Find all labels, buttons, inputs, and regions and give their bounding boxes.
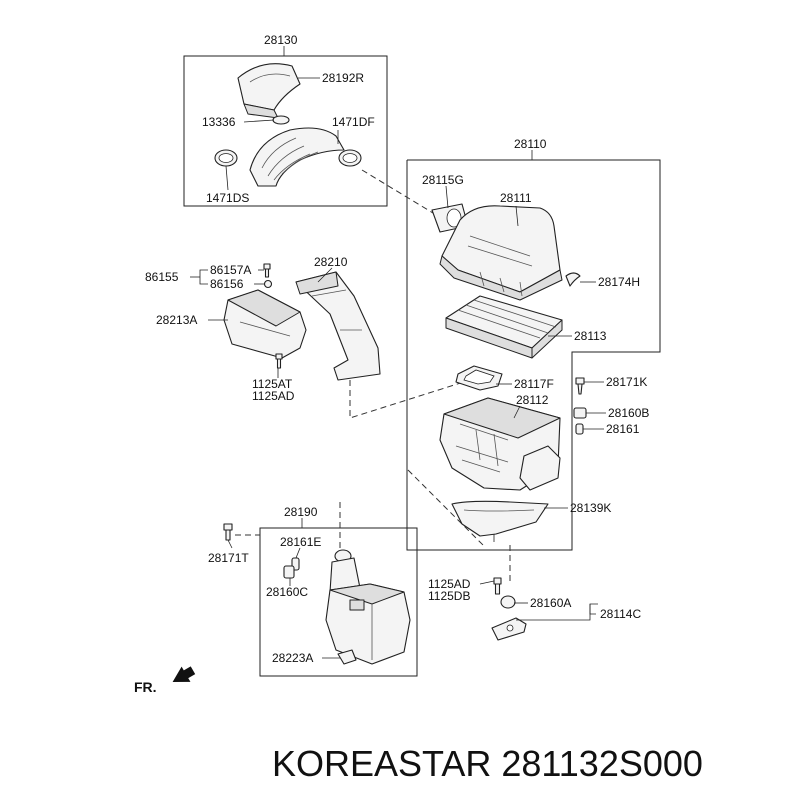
callout-1125AD-lower: 1125AD	[428, 577, 471, 591]
callout-86157A: 86157A	[210, 263, 251, 277]
part-hose	[249, 127, 345, 187]
part-28113-filter	[445, 295, 563, 359]
part-28117F-gasket	[455, 365, 503, 391]
part-86156-nut	[263, 279, 273, 289]
part-28160A-grommet	[500, 595, 516, 609]
callout-28210: 28210	[314, 255, 348, 269]
part-1471DS-clamp	[214, 149, 238, 167]
caption-text: KOREASTAR 281132S000	[272, 743, 703, 784]
leader-lines	[190, 46, 606, 659]
dash-duct-to-box	[349, 379, 471, 419]
callout-28112: 28112	[516, 393, 549, 407]
callout-28213A: 28213A	[156, 313, 197, 327]
callout-1471DF: 1471DF	[332, 115, 375, 129]
callout-1125DB: 1125DB	[428, 589, 470, 603]
callout-28113: 28113	[574, 329, 607, 343]
callout-28161E: 28161E	[280, 535, 321, 549]
part-28210-duct	[295, 271, 381, 381]
part-28171K-bolt	[575, 377, 585, 395]
callout-28110: 28110	[514, 137, 547, 151]
callout-1125AT: 1125AT	[252, 377, 293, 391]
callout-28115G: 28115G	[422, 173, 464, 187]
frame-28110	[406, 159, 661, 551]
callout-28160C: 28160C	[266, 585, 308, 599]
part-28213A-cover	[223, 289, 307, 359]
callout-28130: 28130	[264, 33, 298, 47]
part-28139K-bracket	[451, 500, 549, 542]
callout-28171K: 28171K	[606, 375, 647, 389]
dash-hose-to-cover	[361, 169, 439, 217]
part-1125AD-bolt-lower	[493, 577, 502, 595]
callout-28190: 28190	[284, 505, 318, 519]
callout-1471DS: 1471DS	[206, 191, 249, 205]
part-28161-pin	[575, 423, 584, 435]
part-28160B-grommet	[573, 407, 587, 419]
part-28114C-bracket	[491, 617, 527, 641]
part-28111-upper-cover	[439, 205, 563, 301]
callout-28223A: 28223A	[272, 651, 313, 665]
frame-28190	[259, 527, 418, 677]
callout-28114C: 28114C	[600, 607, 641, 621]
callout-28174H: 28174H	[598, 275, 640, 289]
part-28174H-clip	[565, 272, 581, 287]
part-28112-lower-case	[439, 397, 561, 491]
callout-86155: 86155	[145, 270, 179, 284]
part-86157A-bolt	[263, 263, 271, 278]
callout-28161: 28161	[606, 422, 640, 436]
part-13336-clip	[272, 115, 290, 125]
part-28192R-cap	[237, 63, 301, 119]
callout-28171T: 28171T	[208, 551, 249, 565]
frame-28130	[183, 55, 388, 207]
callout-28139K: 28139K	[570, 501, 611, 515]
callout-1125AD-upper: 1125AD	[252, 389, 295, 403]
part-1471DF-clamp	[338, 149, 362, 167]
part-28190-resonator	[325, 549, 411, 665]
part-28171T-bolt	[223, 523, 233, 541]
callout-86156: 86156	[210, 277, 244, 291]
part-1125AT-bolt	[275, 353, 283, 369]
callout-28117F: 28117F	[514, 377, 554, 391]
callout-28192R: 28192R	[322, 71, 364, 85]
callout-28160B: 28160B	[608, 406, 649, 420]
dash-box-to-bracket	[407, 469, 486, 548]
part-28160C-grommet	[283, 565, 295, 579]
part-28223A-clip	[337, 649, 357, 665]
front-direction-label: FR.	[134, 679, 157, 695]
callout-28160A: 28160A	[530, 596, 571, 610]
callout-28111: 28111	[500, 191, 532, 205]
callout-13336: 13336	[202, 115, 236, 129]
front-arrow-icon	[172, 666, 196, 683]
